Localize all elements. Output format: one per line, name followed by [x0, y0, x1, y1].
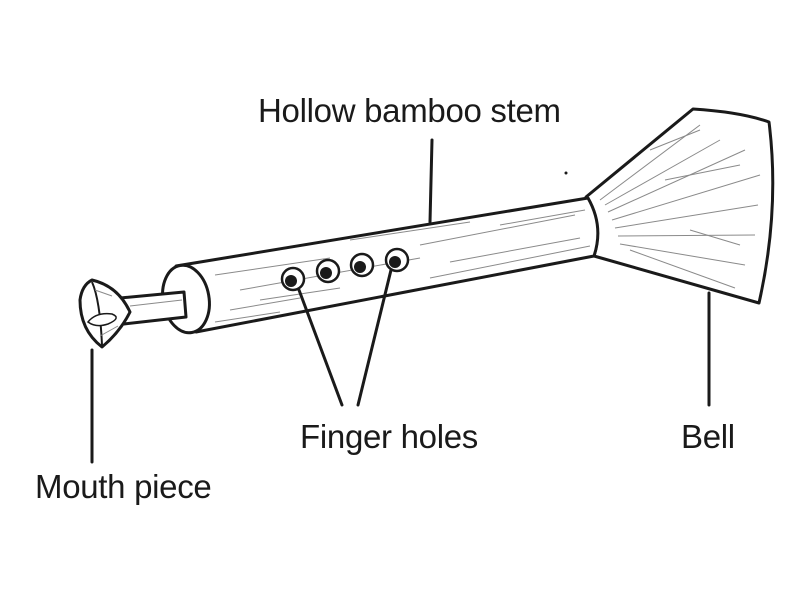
- leader-finger-hole-2: [356, 268, 393, 407]
- label-finger-holes: Finger holes: [300, 418, 478, 455]
- label-mouth-piece: Mouth piece: [35, 468, 212, 505]
- finger-hole: [349, 252, 375, 278]
- leader-lines: [90, 138, 711, 464]
- mouth-piece-reed: [86, 312, 117, 327]
- label-hollow-bamboo-stem: Hollow bamboo stem: [258, 92, 561, 129]
- mouth-piece-rim: [91, 281, 103, 346]
- connector-tube: [118, 290, 188, 326]
- finger-hole: [384, 247, 410, 273]
- bell-hatching: [599, 124, 761, 289]
- label-bell: Bell: [681, 418, 735, 455]
- leader-finger-hole-1: [297, 288, 344, 407]
- stray-dot: [564, 171, 568, 175]
- stem: [161, 196, 600, 335]
- finger-holes: [280, 247, 410, 292]
- finger-hole: [280, 266, 306, 292]
- leader-stem: [428, 138, 434, 224]
- finger-hole: [315, 258, 341, 284]
- bell: [584, 107, 775, 305]
- mouth-piece: [78, 278, 132, 349]
- bell-outline: [584, 107, 775, 305]
